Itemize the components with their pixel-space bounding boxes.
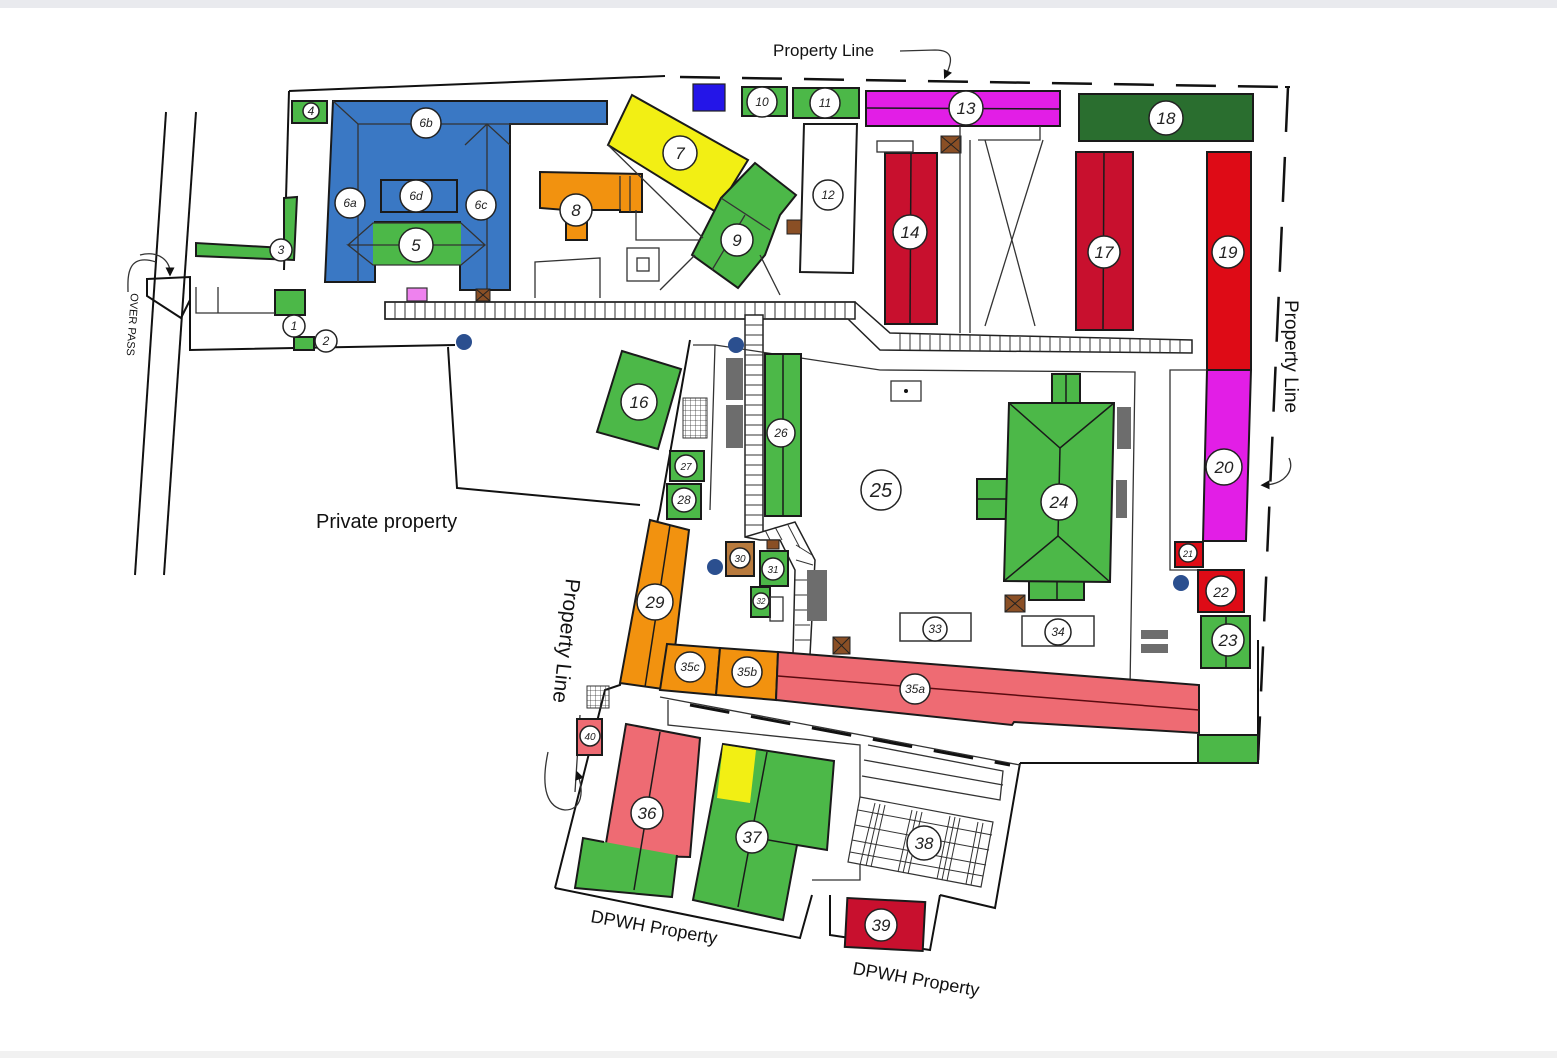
- svg-text:22: 22: [1212, 584, 1229, 600]
- svg-text:6a: 6a: [343, 196, 357, 210]
- svg-text:6c: 6c: [475, 198, 488, 212]
- lamp-post-icon: [1173, 575, 1189, 591]
- property-line-top-label: Property Line: [773, 41, 953, 80]
- svg-text:37: 37: [743, 828, 762, 847]
- svg-text:1: 1: [291, 319, 298, 333]
- svg-text:4: 4: [308, 104, 315, 118]
- utility-box: [766, 539, 780, 550]
- property-line-right-label: Property Line: [1260, 300, 1301, 490]
- svg-text:35c: 35c: [680, 660, 699, 674]
- svg-text:5: 5: [411, 236, 421, 255]
- grid-structure: [586, 685, 610, 709]
- svg-text:3: 3: [278, 243, 285, 257]
- svg-text:7: 7: [675, 144, 685, 163]
- svg-text:38: 38: [915, 834, 934, 853]
- svg-text:16: 16: [630, 393, 649, 412]
- dpwh-property-label: DPWH Property: [589, 906, 719, 948]
- bench: [807, 570, 827, 621]
- svg-text:26: 26: [773, 426, 788, 440]
- bench: [1141, 630, 1168, 639]
- building-36[interactable]: [573, 722, 702, 899]
- bench: [726, 358, 743, 400]
- svg-text:24: 24: [1049, 493, 1069, 512]
- building-number-labels: 4 3 1 2 5 6a 6b 6c 6d 7 8 9 10 11 12 13 …: [278, 95, 1238, 935]
- svg-text:20: 20: [1214, 458, 1234, 477]
- svg-text:12: 12: [821, 188, 835, 202]
- lamp-post-icon: [707, 559, 723, 575]
- blue-structure: [692, 83, 726, 112]
- top-bar: [0, 0, 1557, 8]
- svg-text:29: 29: [645, 593, 665, 612]
- svg-text:17: 17: [1095, 243, 1114, 262]
- lamp-post-icon: [456, 334, 472, 350]
- green-structure: [1197, 734, 1259, 764]
- grid-structure: [682, 397, 708, 439]
- svg-text:11: 11: [819, 96, 831, 110]
- bench: [1116, 480, 1127, 518]
- svg-text:18: 18: [1157, 109, 1176, 128]
- svg-text:8: 8: [571, 201, 581, 220]
- bottom-bar: [0, 1051, 1557, 1058]
- svg-text:13: 13: [957, 99, 976, 118]
- svg-text:19: 19: [1219, 243, 1238, 262]
- svg-text:33: 33: [928, 622, 942, 636]
- svg-text:Property Line: Property Line: [548, 577, 584, 704]
- overpass-road: [127, 111, 197, 576]
- property-line-left-label: Property Line: [544, 577, 584, 811]
- utility-box: [475, 288, 491, 302]
- svg-text:25: 25: [869, 480, 893, 502]
- svg-text:31: 31: [767, 565, 778, 576]
- open-lot-x: [959, 126, 1044, 333]
- pink-structure: [406, 287, 428, 302]
- svg-text:28: 28: [676, 493, 691, 507]
- svg-text:Property Line: Property Line: [1280, 300, 1301, 413]
- utility-box: [940, 135, 962, 154]
- svg-text:6b: 6b: [419, 116, 433, 130]
- svg-text:23: 23: [1218, 631, 1238, 650]
- svg-text:32: 32: [757, 597, 766, 606]
- dpwh-property-label: DPWH Property: [851, 958, 981, 1000]
- bench: [726, 405, 743, 448]
- bench: [1141, 644, 1168, 653]
- svg-text:34: 34: [1051, 625, 1065, 639]
- building-number-badges: [269, 86, 1245, 942]
- lamp-post-icon: [728, 337, 744, 353]
- svg-text:39: 39: [872, 916, 891, 935]
- svg-text:35a: 35a: [905, 682, 925, 696]
- overpass-label: OVER PASS: [124, 293, 140, 356]
- private-property-label: Private property: [316, 511, 457, 533]
- utility-box: [832, 636, 851, 655]
- building-24[interactable]: [976, 373, 1116, 601]
- svg-text:30: 30: [734, 554, 746, 565]
- svg-text:2: 2: [322, 334, 330, 348]
- svg-text:35b: 35b: [737, 665, 757, 679]
- svg-text:6d: 6d: [409, 189, 423, 203]
- svg-text:27: 27: [679, 462, 692, 473]
- building-35a[interactable]: [774, 650, 1200, 735]
- building-38[interactable]: [847, 744, 1004, 888]
- utility-box: [786, 219, 802, 235]
- svg-text:40: 40: [584, 732, 596, 743]
- svg-text:36: 36: [638, 804, 657, 823]
- covered-walkway: [384, 301, 1193, 656]
- svg-text:10: 10: [755, 95, 769, 109]
- utility-box: [1004, 594, 1026, 613]
- svg-text:Property Line: Property Line: [773, 41, 874, 60]
- bench: [1117, 407, 1131, 449]
- svg-text:9: 9: [732, 231, 742, 250]
- svg-text:14: 14: [901, 223, 920, 242]
- svg-text:21: 21: [1182, 549, 1193, 559]
